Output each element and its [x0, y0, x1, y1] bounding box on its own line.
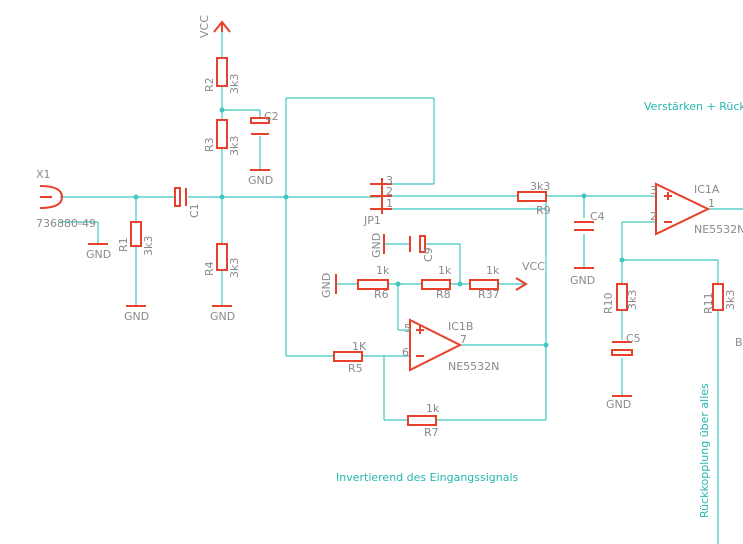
label-vcc-2: VCC	[522, 260, 545, 273]
label-r11: R11	[702, 292, 715, 314]
label-r2: R2	[203, 77, 216, 92]
label-ic1b-pin7: 7	[460, 333, 467, 346]
resistor-r9	[517, 191, 547, 202]
label-jp-pin1: 1	[386, 197, 393, 210]
label-ic1b: IC1B	[448, 320, 473, 333]
label-ic1a-pin3: 3	[650, 184, 657, 197]
label-ic1a-pin1: 1	[708, 197, 715, 210]
label-r10: R10	[602, 292, 615, 314]
label-jp-pin3: 3	[386, 174, 393, 187]
label-r6-val: 1k	[376, 264, 390, 277]
label-gnd-5: GND	[570, 274, 595, 287]
label-r1: R1	[117, 237, 130, 252]
capacitor-c2	[250, 117, 270, 135]
capacitor-c4	[574, 221, 594, 231]
resistor-r6	[357, 279, 389, 290]
resistor-r8	[421, 279, 451, 290]
label-gnd-6: GND	[606, 398, 631, 411]
label-r4-val: 3k3	[228, 258, 241, 278]
label-jp1: JP1	[363, 214, 381, 227]
jumper-jp1	[370, 178, 392, 214]
resistor-r37	[469, 279, 499, 290]
label-r3: R3	[203, 137, 216, 152]
label-r2-val: 3k3	[228, 74, 241, 94]
label-r37: R37	[478, 288, 500, 301]
label-r8-val: 1k	[438, 264, 452, 277]
label-gnd-3: GND	[248, 174, 273, 187]
label-ic1a: IC1A	[694, 183, 720, 196]
label-gnd-1: GND	[86, 248, 111, 261]
label-c5: C5	[626, 332, 641, 345]
label-c9: C9	[422, 247, 435, 262]
resistor-r5	[333, 351, 363, 362]
resistor-r1	[130, 221, 142, 247]
resistor-r3	[216, 119, 228, 149]
note-invert: Invertierend des Eingangssignals	[336, 471, 519, 484]
label-c4: C4	[590, 210, 605, 223]
label-ic1a-part: NE5532N	[694, 223, 743, 236]
label-ic1b-part: NE5532N	[448, 360, 499, 373]
label-gnd-2: GND	[124, 310, 149, 323]
capacitor-c5	[611, 341, 633, 356]
resistor-r4	[216, 243, 228, 271]
label-ic1a-pin2: 2	[650, 210, 657, 223]
label-ic1b-pin5: 5	[404, 322, 411, 335]
opamp-ic1b	[409, 318, 463, 372]
label-r37-val: 1k	[486, 264, 500, 277]
label-r8: R8	[436, 288, 451, 301]
label-r5: R5	[348, 362, 363, 375]
annotation-notes: Verstärken + Rück Invertierend des Einga…	[336, 100, 743, 518]
resistor-r2	[216, 57, 228, 87]
gnd-symbols	[88, 169, 632, 397]
connector-x1	[39, 185, 64, 209]
label-c2: C2	[264, 110, 279, 123]
label-r7-val: 1k	[426, 402, 440, 415]
resistor-r10	[616, 283, 628, 311]
label-r3-val: 3k3	[228, 136, 241, 156]
label-vcc-1: VCC	[198, 15, 211, 38]
label-gnd-7: GND	[320, 273, 333, 298]
resistor-r11	[712, 283, 724, 311]
label-r6: R6	[374, 288, 389, 301]
component-labels: X1 736880-49 GND R1 3k3 GND VCC R2 3k3 R…	[36, 15, 743, 439]
label-r10-val: 3k3	[626, 290, 639, 310]
label-r11-val: 3k3	[724, 290, 737, 310]
label-jp-pin2: 2	[386, 185, 393, 198]
label-ic1b-pin6: 6	[402, 346, 409, 359]
label-r7: R7	[424, 426, 439, 439]
note-amplify: Verstärken + Rück	[644, 100, 743, 113]
vcc-symbols	[213, 20, 528, 291]
resistor-r7	[407, 415, 437, 426]
label-gnd-8: GND	[370, 233, 383, 258]
opamp-ic1a	[655, 182, 711, 236]
label-r5-val: 1K	[352, 340, 367, 353]
label-r4: R4	[203, 261, 216, 276]
capacitor-c9	[409, 235, 426, 253]
capacitor-c1	[174, 187, 187, 207]
label-x1: X1	[36, 168, 51, 181]
label-edge-b: B	[735, 336, 743, 349]
label-r1-val: 3k3	[142, 236, 155, 256]
label-gnd-4: GND	[210, 310, 235, 323]
label-r9: R9	[536, 204, 551, 217]
wires	[60, 32, 743, 544]
label-r9-val: 3k3	[530, 180, 550, 193]
label-x1-value: 736880-49	[36, 217, 96, 230]
note-feedback: Rückkopplung über alles	[698, 383, 711, 518]
junctions	[133, 107, 625, 348]
label-c1: C1	[188, 203, 201, 218]
